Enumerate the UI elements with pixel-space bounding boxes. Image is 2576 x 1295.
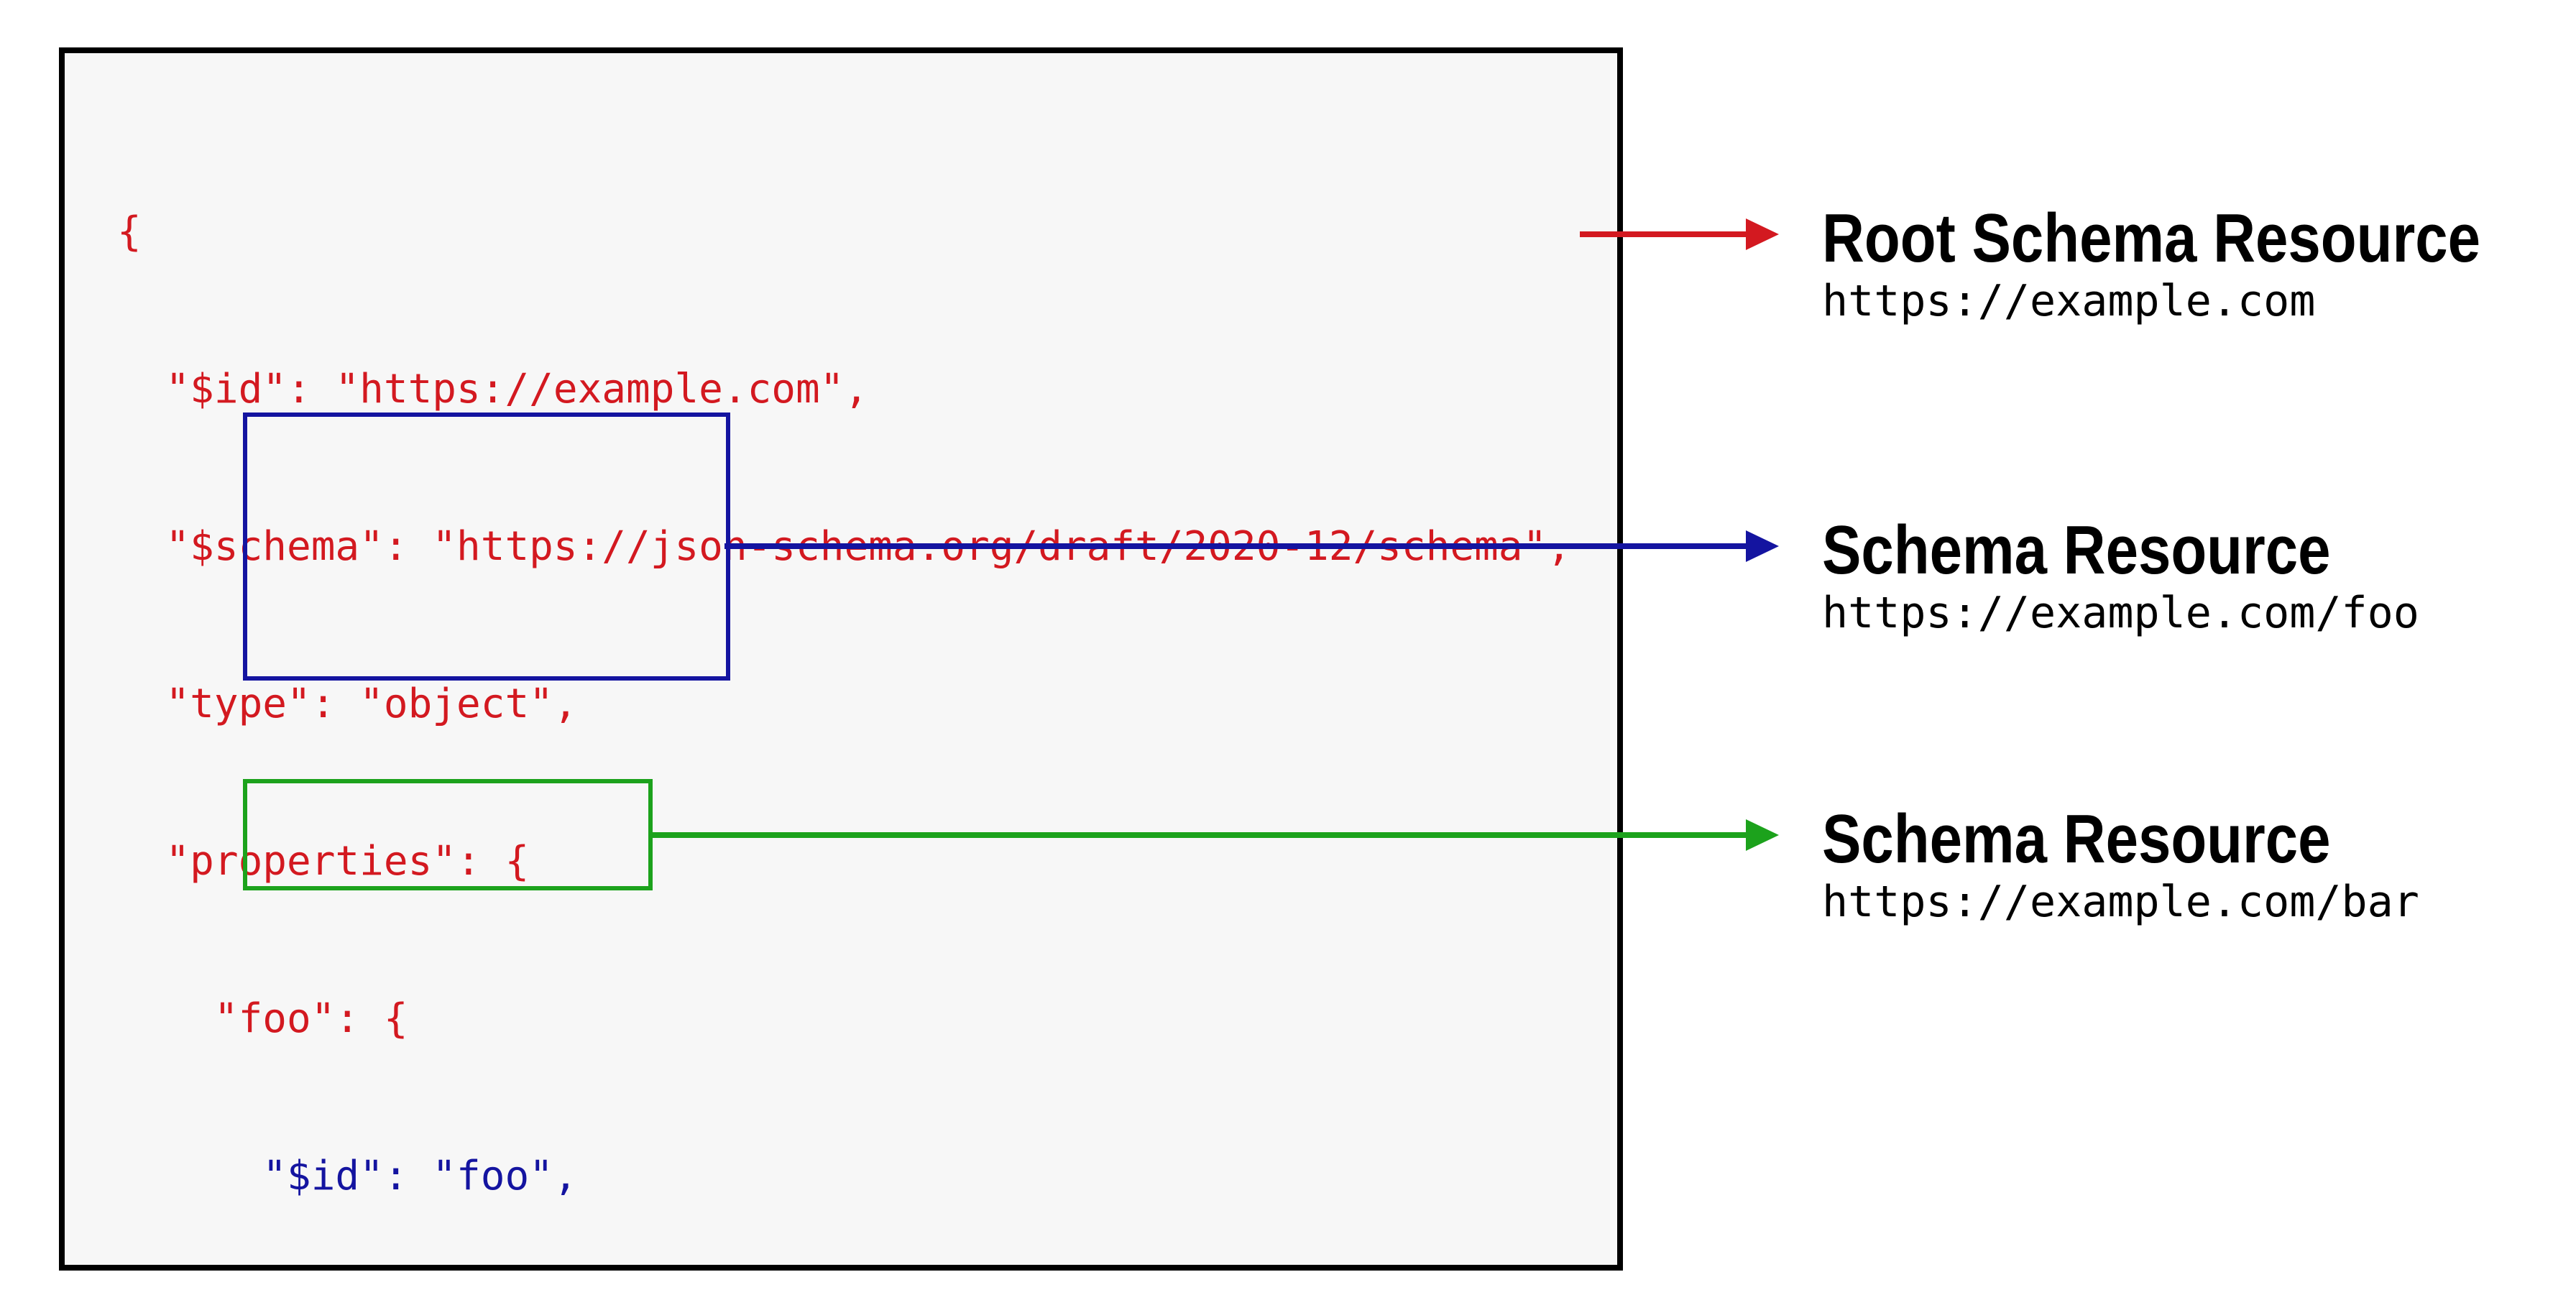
code-line: "$id": "foo", (117, 1153, 578, 1199)
code-line: "foo": { (117, 995, 408, 1042)
annotation-title: Schema Resource (1822, 512, 2331, 589)
code-line: "type": "object", (117, 681, 578, 727)
code-line: "properties": { (117, 838, 530, 885)
annotation-bar-schema-resource: Schema Resource https://example.com/bar (1822, 801, 2420, 926)
red-arrowhead-icon (1746, 218, 1779, 250)
annotation-title: Schema Resource (1822, 801, 2331, 877)
annotation-title: Root Schema Resource (1822, 200, 2481, 277)
green-arrowhead-icon (1746, 819, 1779, 851)
blue-arrowhead-icon (1746, 530, 1779, 562)
annotation-foo-schema-resource: Schema Resource https://example.com/foo (1822, 512, 2420, 637)
annotation-url: https://example.com/bar (1822, 877, 2419, 927)
annotation-url: https://example.com/foo (1822, 588, 2419, 638)
code-line: { (117, 208, 142, 255)
annotation-root-schema-resource: Root Schema Resource https://example.com (1822, 200, 2576, 326)
blue-arrow-shaft (724, 543, 1746, 549)
json-schema-code-panel (59, 47, 1623, 1271)
foo-schema-highlight-box (243, 413, 730, 681)
green-arrow-shaft (648, 832, 1746, 838)
json-code-block: { "$id": "https://example.com", "$schema… (117, 101, 1571, 1295)
bar-schema-highlight-box (243, 779, 653, 890)
red-arrow-shaft (1580, 231, 1746, 237)
code-line: "$id": "https://example.com", (117, 366, 869, 413)
annotation-url: https://example.com (1822, 276, 2316, 326)
